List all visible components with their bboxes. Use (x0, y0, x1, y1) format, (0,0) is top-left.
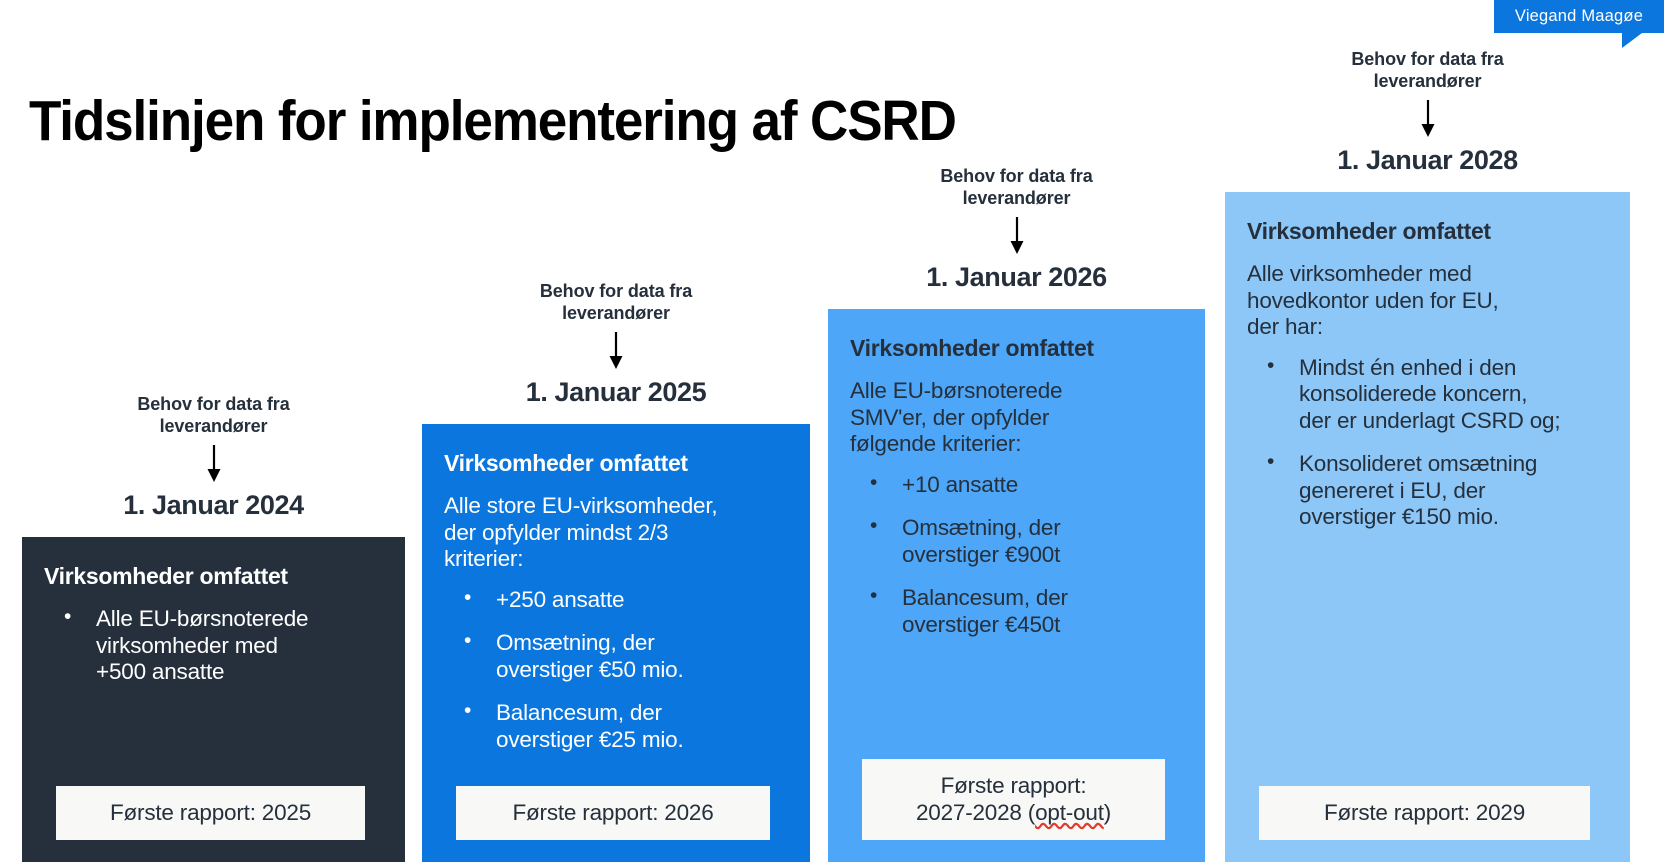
report-box: Første rapport: 2026 (456, 786, 770, 840)
report-box: Første rapport: 2029 (1259, 786, 1590, 840)
timeline-column-2024: Behov for data fra leverandører 1. Janua… (22, 394, 405, 862)
timeline-column-2026: Behov for data fra leverandører 1. Janua… (828, 166, 1205, 862)
card-bullet-list: Mindst én enhed i den konsoliderede konc… (1247, 354, 1602, 548)
card-spacer (850, 655, 1177, 759)
card-bullet-list: Alle EU-børsnoterede virksomheder med +5… (44, 605, 377, 703)
list-item: +250 ansatte (444, 586, 782, 614)
card-title: Virksomheder omfattet (44, 563, 288, 589)
column-header: Behov for data fra leverandører 1. Janua… (422, 281, 810, 424)
timeline-column-2025: Behov for data fra leverandører 1. Janua… (422, 281, 810, 862)
list-item: +10 ansatte (850, 471, 1177, 499)
logo-bubble: Viegand Maagøe (1494, 0, 1664, 33)
column-date: 1. Januar 2024 (123, 490, 304, 521)
list-item: Mindst én enhed i den konsoliderede konc… (1247, 354, 1602, 435)
column-header: Behov for data fra leverandører 1. Janua… (1225, 49, 1630, 192)
down-arrow-icon (828, 210, 1205, 261)
column-date: 1. Januar 2026 (926, 262, 1107, 293)
list-item: Alle EU-børsnoterede virksomheder med +5… (44, 605, 377, 686)
report-box: Første rapport: 2025 (56, 786, 365, 840)
card-bullet-list: +10 ansatte Omsætning, der overstiger €9… (850, 471, 1177, 656)
card-spacer (44, 703, 377, 786)
list-item: Balancesum, der overstiger €450t (850, 584, 1177, 638)
card-lead: Alle virksomheder med hovedkontor uden f… (1247, 261, 1499, 340)
brand-logo: Viegand Maagøe (1482, 0, 1664, 48)
logo-text: Viegand Maagøe (1514, 7, 1644, 25)
down-arrow-icon (22, 438, 405, 489)
list-item: Balancesum, der overstiger €25 mio. (444, 699, 782, 753)
card-bullet-list: +250 ansatte Omsætning, der overstiger €… (444, 586, 782, 771)
card-title: Virksomheder omfattet (444, 450, 688, 476)
card-spacer (1247, 548, 1602, 786)
column-note: Behov for data fra leverandører (539, 281, 693, 324)
column-note: Behov for data fra leverandører (137, 394, 290, 437)
column-header: Behov for data fra leverandører 1. Janua… (22, 394, 405, 537)
report-tail-text: ) (1103, 800, 1112, 825)
page-title: Tidslinjen for implementering af CSRD (29, 89, 957, 154)
column-note: Behov for data fra leverandører (1351, 49, 1504, 92)
card-lead: Alle EU-børsnoterede SMV'er, der opfylde… (850, 378, 1063, 457)
timeline-card-2028: Virksomheder omfattet Alle virksomheder … (1225, 192, 1630, 862)
column-date: 1. Januar 2025 (525, 377, 707, 408)
card-title: Virksomheder omfattet (1247, 218, 1491, 244)
report-text: Første rapport: 2027-2028 ( (915, 773, 1087, 825)
down-arrow-icon (1225, 93, 1630, 144)
column-date: 1. Januar 2028 (1337, 145, 1518, 176)
card-title: Virksomheder omfattet (850, 335, 1094, 361)
card-lead: Alle store EU-virksomheder, der opfylder… (444, 493, 718, 572)
down-arrow-icon (422, 325, 810, 376)
column-note: Behov for data fra leverandører (940, 166, 1093, 209)
list-item: Konsolideret omsætning genereret i EU, d… (1247, 450, 1602, 531)
column-header: Behov for data fra leverandører 1. Janua… (828, 166, 1205, 309)
list-item: Omsætning, der overstiger €900t (850, 514, 1177, 568)
timeline-card-2026: Virksomheder omfattet Alle EU-børsnotere… (828, 309, 1205, 862)
timeline-card-2025: Virksomheder omfattet Alle store EU-virk… (422, 424, 810, 862)
list-item: Omsætning, der overstiger €50 mio. (444, 629, 782, 683)
timeline-column-2028: Behov for data fra leverandører 1. Janua… (1225, 49, 1630, 862)
logo-bubble-tail-icon (1622, 33, 1642, 48)
card-spacer (444, 770, 782, 786)
report-box: Første rapport: 2027-2028 (opt-out) (862, 759, 1165, 840)
timeline-card-2024: Virksomheder omfattet Alle EU-børsnotere… (22, 537, 405, 862)
report-optout-text: opt-out (1035, 800, 1104, 825)
